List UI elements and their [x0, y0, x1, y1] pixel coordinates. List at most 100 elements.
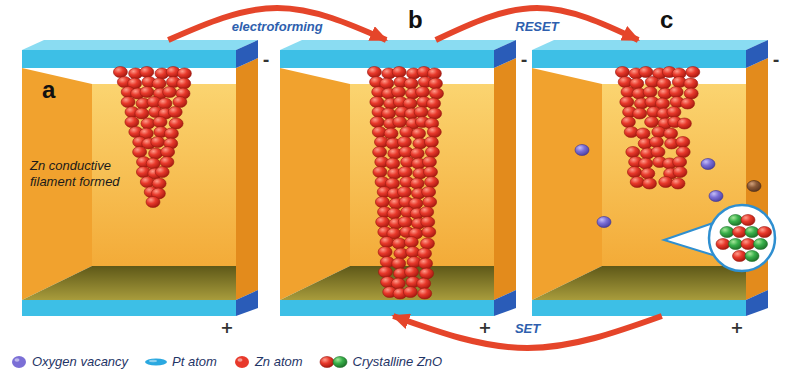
legend-text: Pt atom [172, 354, 217, 369]
zn-atom [645, 117, 659, 128]
zn-atom [149, 148, 163, 159]
zn-atom [422, 187, 436, 198]
zn-atom [367, 67, 381, 78]
zn-atom [643, 87, 657, 98]
legend-swatch [319, 355, 349, 369]
zn-atom [423, 197, 437, 208]
zn-atom [673, 157, 687, 168]
side-wall [494, 58, 516, 300]
zn-atom [146, 197, 160, 208]
zn-atom [392, 67, 406, 78]
panel-letter: c [660, 6, 673, 34]
arrow-label: RESET [513, 20, 560, 34]
zn-atom [384, 128, 398, 139]
zn-atom [420, 238, 434, 249]
legend-swatch [233, 355, 251, 369]
cell-panel: aZn conductive filament formed [22, 40, 258, 316]
zn-atom [627, 167, 641, 178]
swatch-shape [235, 356, 249, 368]
zn-atom [387, 208, 401, 219]
zn-atom [397, 137, 411, 148]
zn-atom [424, 167, 438, 178]
zn-atom [151, 137, 165, 148]
zn-atom [140, 67, 154, 78]
zn-atom [173, 97, 187, 108]
zn-atom [422, 227, 436, 238]
process-arrow [393, 316, 662, 348]
zn-atom [169, 118, 183, 129]
device-cell [22, 40, 258, 316]
device-cell [280, 40, 516, 316]
bottom-electrode [280, 300, 494, 316]
top-electrode-face [532, 40, 768, 50]
zn-atom [418, 288, 432, 299]
zn-atom [164, 128, 178, 139]
side-wall [236, 58, 258, 300]
zn-atom [418, 248, 432, 259]
zn-atom [633, 108, 647, 119]
zn-atom [425, 147, 439, 158]
top-electrode [280, 50, 494, 68]
zn-atom [641, 168, 655, 179]
zn-atom [416, 87, 430, 98]
zn-atom [373, 167, 387, 178]
zn-atom [404, 78, 418, 89]
zn-atom [639, 67, 653, 78]
zn-atom [392, 238, 406, 249]
oxygen-atom [754, 239, 768, 250]
zn-atom [382, 108, 396, 119]
back-wall [350, 84, 494, 266]
zn-atom [386, 158, 400, 169]
oxygen-atom [745, 251, 759, 262]
zno-callout [664, 205, 775, 271]
legend-item: Crystalline ZnO [319, 354, 443, 369]
legend-item: Oxygen vacancy [10, 354, 128, 369]
oxygen-atom [729, 239, 743, 250]
zn-atom [419, 258, 433, 269]
zn-atom [378, 267, 392, 278]
zn-atom [414, 107, 428, 118]
zn-atom [152, 78, 166, 89]
zn-atom [420, 268, 434, 279]
zn-atom [649, 137, 663, 148]
left-wall [532, 68, 602, 300]
zn-atom [410, 148, 424, 159]
zn-atom [741, 215, 755, 226]
zn-atom [320, 356, 334, 367]
zn-atom [177, 68, 191, 79]
cell-panel: b [280, 40, 516, 316]
zn-atom [398, 167, 412, 178]
zn-atom [669, 87, 683, 98]
zn-atom [657, 78, 671, 89]
legend-item: Zn atom [233, 354, 303, 369]
zn-atom [140, 87, 154, 98]
bottom-electrode-side [746, 290, 768, 316]
zn-atom [397, 187, 411, 198]
process-arrow [168, 8, 386, 40]
zn-atom [427, 98, 441, 109]
back-wall [602, 84, 746, 266]
oxygen-atom [720, 227, 734, 238]
zn-atom [676, 137, 690, 148]
zn-atom [664, 128, 678, 139]
swatch-highlight [15, 358, 20, 362]
zn-atom [420, 207, 434, 218]
zn-atom [155, 167, 169, 178]
zn-atom [158, 98, 172, 109]
zn-atom [160, 157, 174, 168]
zn-atom [671, 178, 685, 189]
zn-atom [424, 137, 438, 148]
floor [532, 266, 746, 300]
top-electrode [532, 50, 746, 68]
polarity-sign: + [478, 320, 491, 336]
bottom-electrode-side [236, 290, 258, 316]
top-electrode-face [22, 40, 258, 50]
zn-atom [733, 227, 747, 238]
zn-atom [639, 158, 653, 169]
zn-atom [403, 287, 417, 298]
oxygen-vacancy [709, 191, 723, 202]
legend-text: Zn atom [255, 354, 303, 369]
zn-atom [375, 197, 389, 208]
oxygen-atom [333, 356, 347, 367]
